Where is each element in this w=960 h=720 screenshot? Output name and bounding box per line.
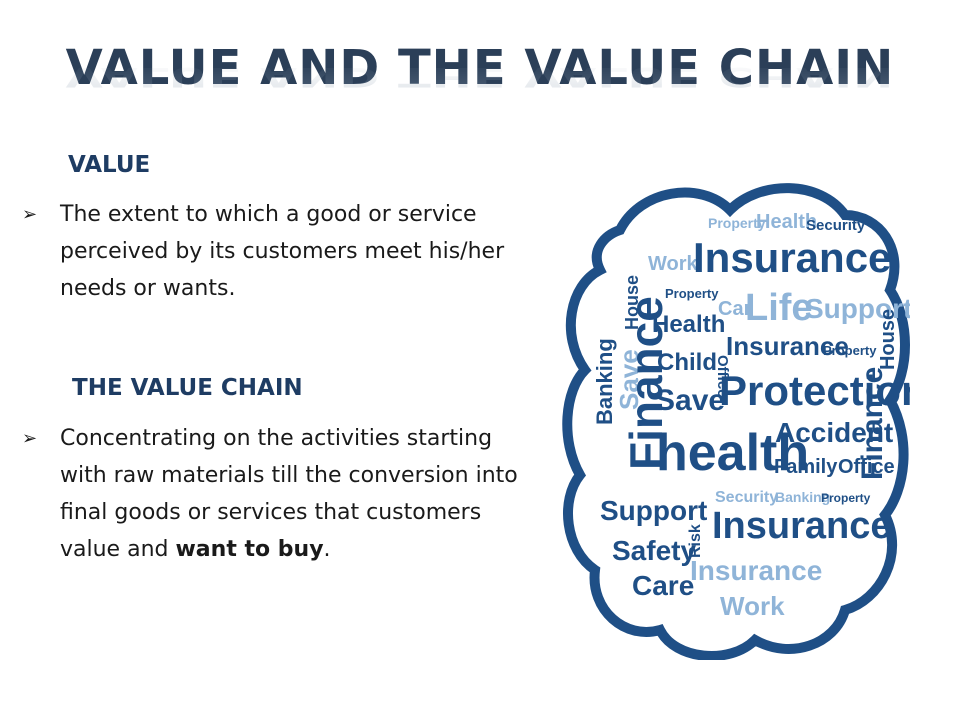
cloud-word-insurance: Insurance: [690, 555, 822, 586]
cloud-outline: [562, 183, 910, 660]
cloud-word-property: Property: [665, 286, 719, 301]
cloud-word-banking: Banking: [592, 338, 617, 425]
arrow-bullet-icon: ➢: [22, 428, 38, 449]
slide-title-area: VALUE AND THE VALUE CHAIN VALUE AND THE …: [0, 40, 960, 150]
heading-value-chain: THE VALUE CHAIN: [72, 375, 303, 401]
cloud-word-banking: Banking: [775, 489, 830, 505]
cloud-word-safety: Safety: [612, 535, 696, 566]
slide-title-reflection: VALUE AND THE VALUE CHAIN: [65, 61, 895, 92]
cloud-word-save: Save: [655, 384, 725, 417]
cloud-word-life: Life: [745, 287, 813, 329]
cloud-word-family: Family: [774, 456, 838, 478]
cloud-word-support: Support: [600, 495, 707, 526]
cloud-word-house: House: [622, 275, 642, 330]
bullet-chain-suffix: .: [323, 537, 331, 562]
cloud-word-insurance: Insurance: [693, 234, 891, 281]
cloud-word-office: Office: [838, 456, 895, 478]
bullet-chain-prefix: Concentrating on the activities starting…: [60, 426, 518, 562]
cloud-word-finance: Finance: [856, 367, 889, 480]
cloud-word-work: Work: [648, 253, 699, 275]
cloud-word-car: Car: [718, 298, 752, 320]
cloud-word-property: Property: [708, 215, 766, 231]
bullet-chain-bold: want to buy: [175, 537, 324, 562]
cloud-word-save: Save: [614, 349, 644, 410]
insurance-word-cloud: PropertyHealthSecurityWorkInsurancePrope…: [562, 183, 910, 660]
cloud-word-child: Child: [657, 349, 717, 376]
bullet-value-chain-text: Concentrating on the activities starting…: [60, 420, 520, 568]
cloud-word-support: Support: [805, 293, 910, 324]
cloud-word-protection: Protection: [719, 367, 910, 414]
cloud-word-insurance: Insurance: [712, 505, 892, 547]
cloud-word-property: Property: [823, 343, 877, 358]
cloud-word-health: Health: [652, 311, 725, 338]
cloud-word-security: Security: [806, 217, 866, 234]
bullet-value-text: The extent to which a good or service pe…: [60, 202, 505, 301]
slide-title: VALUE AND THE VALUE CHAIN: [65, 40, 895, 96]
cloud-word-office: Office: [714, 355, 731, 398]
cloud-word-work: Work: [720, 591, 785, 621]
cloud-word-house: House: [877, 309, 899, 370]
arrow-bullet-icon: ➢: [22, 204, 38, 225]
cloud-word-health: Health: [756, 211, 817, 233]
cloud-word-finance: Finance: [620, 296, 672, 470]
cloud-word-property: Property: [821, 491, 871, 505]
cloud-word-insurance: Insurance: [726, 331, 849, 361]
heading-value: VALUE: [68, 152, 151, 178]
cloud-word-risk: Risk: [687, 524, 704, 558]
cloud-word-health: health: [656, 424, 809, 482]
cloud-word-accident: Accident: [775, 417, 893, 448]
cloud-word-security: Security: [715, 489, 778, 506]
cloud-word-care: Care: [632, 570, 694, 601]
